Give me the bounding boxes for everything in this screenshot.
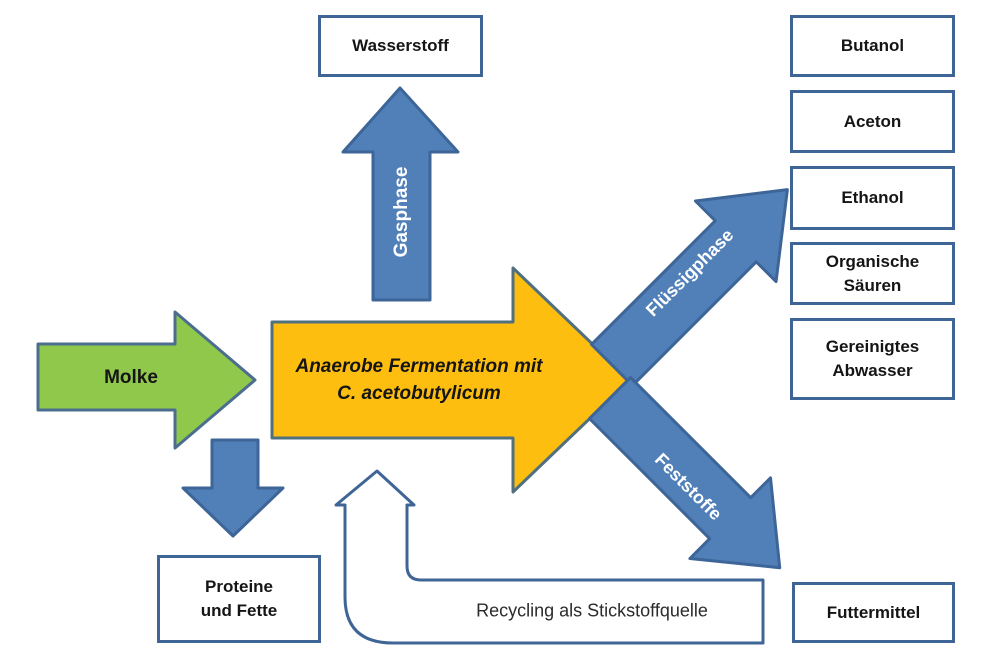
fermentation-label: Anaerobe Fermentation mit C. acetobutyli… (295, 356, 543, 404)
box-ethanol: Ethanol (790, 166, 955, 230)
box-gereinigtes-abwasser: Gereinigtes Abwasser (790, 318, 955, 400)
fluessigphase-arrow (589, 188, 789, 388)
box-butanol: Butanol (790, 15, 955, 77)
molke-arrow (36, 310, 257, 450)
box-futtermittel: Futtermittel (792, 582, 955, 643)
feststoffe-arrow (587, 375, 782, 570)
recycling-bent-arrow (334, 469, 765, 645)
molke-label: Molke (104, 367, 158, 388)
protein-down-arrow (181, 438, 285, 538)
fermentation-arrow (270, 266, 632, 494)
box-organische-saeuren: Organische Säuren (790, 242, 955, 305)
box-aceton: Aceton (790, 90, 955, 153)
gasphase-up-arrow (341, 86, 460, 302)
box-wasserstoff: Wasserstoff (318, 15, 483, 77)
recycling-label: Recycling als Stickstoffquelle (476, 600, 708, 621)
gasphase-label: Gasphase (391, 166, 412, 258)
box-proteine-und-fette: Proteine und Fette (157, 555, 321, 643)
